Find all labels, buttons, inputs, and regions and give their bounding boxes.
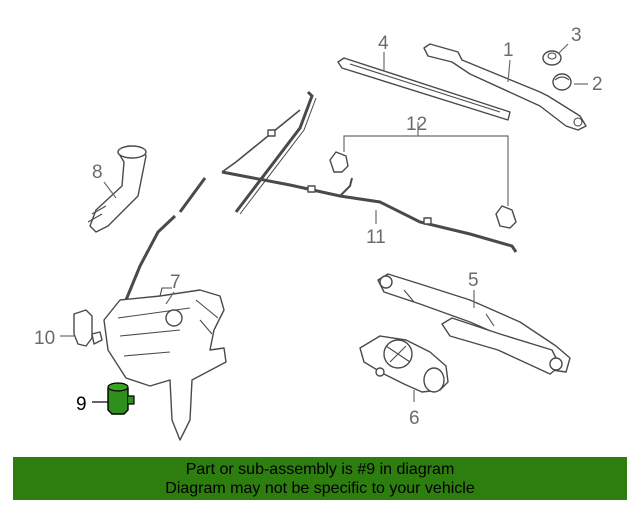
part-8-filler-neck[interactable] (87, 145, 147, 233)
footer-banner: Part or sub-assembly is #9 in diagram Di… (13, 457, 627, 500)
callout-2: 2 (592, 74, 603, 95)
callout-5: 5 (468, 270, 479, 291)
part-10-level-sensor[interactable] (73, 309, 103, 347)
parts-diagram: 1 2 3 4 5 6 7 8 9 10 11 12 (34, 25, 603, 441)
part-2-cap[interactable] (552, 73, 572, 91)
callout-11: 11 (366, 227, 386, 248)
part-7-washer-reservoir[interactable] (103, 287, 227, 441)
callouts: 1 2 3 4 5 6 7 8 9 10 11 12 (34, 25, 603, 429)
leader-7 (165, 291, 175, 305)
part-11-washer-hose[interactable] (124, 90, 518, 301)
leader-3 (557, 43, 569, 55)
part-3-nut[interactable] (542, 50, 562, 66)
leader-8 (103, 181, 117, 199)
leader-12 (343, 135, 509, 206)
footer-line-1: Part or sub-assembly is #9 in diagram (185, 460, 455, 478)
callout-1: 1 (503, 40, 514, 61)
callout-3: 3 (571, 25, 582, 46)
leader-lines (60, 43, 588, 403)
callout-4: 4 (378, 33, 389, 54)
part-9-washer-pump[interactable] (107, 382, 135, 415)
callout-7: 7 (170, 272, 181, 293)
part-5-wiper-linkage[interactable] (377, 273, 571, 375)
part-4-wiper-blade[interactable] (337, 57, 511, 121)
part-12-washer-nozzles[interactable] (329, 151, 517, 229)
callout-8: 8 (92, 162, 103, 183)
callout-9: 9 (76, 394, 87, 415)
part-6-wiper-motor[interactable] (359, 335, 449, 393)
footer-line-2: Diagram may not be specific to your vehi… (165, 479, 475, 497)
callout-12: 12 (406, 114, 427, 135)
part-1-wiper-arm[interactable] (423, 43, 587, 131)
leader-1 (507, 59, 511, 83)
callout-10: 10 (34, 328, 55, 349)
callout-6: 6 (409, 408, 420, 429)
